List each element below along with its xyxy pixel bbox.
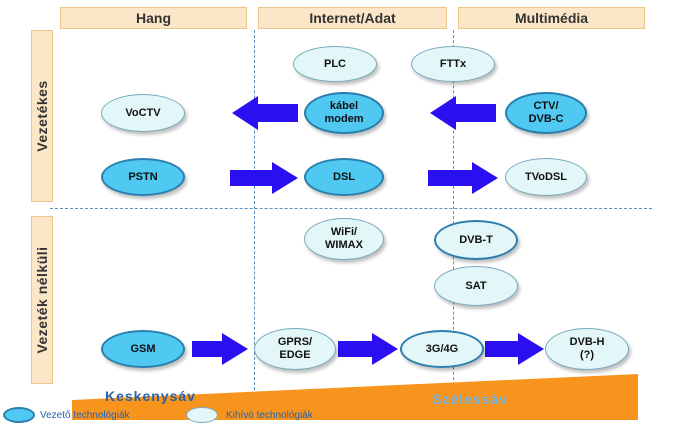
legend-leading-label: Vezető technológiák xyxy=(40,410,130,421)
arrow-kabel-to-voctv xyxy=(232,96,298,130)
label-broadband: Szélessáv xyxy=(432,391,508,407)
node-ctv-dvbc-line1: CTV/ xyxy=(533,100,559,112)
column-header-multimedia: Multimédia xyxy=(458,7,645,29)
node-dsl: DSL xyxy=(304,158,384,196)
node-3g4g-label: 3G/4G xyxy=(425,342,459,355)
column-header-hang: Hang xyxy=(60,7,247,29)
legend-challenger-icon xyxy=(186,407,218,423)
node-dvbt-label: DVB-T xyxy=(459,233,493,246)
node-wifi-wimax-line1: WiFi/ xyxy=(330,226,358,238)
arrow-ctv-to-kabel xyxy=(430,96,496,130)
node-voctv: VoCTV xyxy=(101,94,185,132)
column-divider-2 xyxy=(453,30,454,390)
node-sat-label: SAT xyxy=(465,279,487,292)
row-label-vezetek-nelkuli: Vezeték nélküli xyxy=(31,216,53,384)
node-voctv-label: VoCTV xyxy=(125,106,161,119)
arrow-pstn-to-dsl xyxy=(230,162,298,194)
node-ctv-dvbc-line2: DVB-C xyxy=(528,113,564,125)
node-gprs-edge-line2: EDGE xyxy=(279,349,311,361)
row-label-vezetekes: Vezetékes xyxy=(31,30,53,202)
node-dsl-label: DSL xyxy=(333,170,355,183)
row-divider xyxy=(50,208,652,209)
node-dvbh: DVB-H (?) xyxy=(545,328,629,370)
node-3g4g: 3G/4G xyxy=(400,330,484,368)
column-divider-1 xyxy=(254,30,255,390)
arrow-dsl-to-tvodsl xyxy=(428,162,498,194)
node-kabel-modem-line1: kábel xyxy=(329,100,359,112)
node-sat: SAT xyxy=(434,266,518,306)
node-fttx-label: FTTx xyxy=(439,57,467,70)
node-kabel-modem-line2: modem xyxy=(324,113,364,125)
node-kabel-modem: kábel modem xyxy=(304,92,384,134)
node-gsm: GSM xyxy=(101,330,185,368)
node-plc-label: PLC xyxy=(324,57,346,70)
node-dvbh-line2: (?) xyxy=(579,349,595,361)
node-gprs-edge-text: GPRS/ EDGE xyxy=(278,336,312,362)
column-header-internet-adat: Internet/Adat xyxy=(258,7,447,29)
node-dvbh-line1: DVB-H xyxy=(569,336,605,348)
legend-challenger-label: Kihívó technológiák xyxy=(226,410,313,421)
node-wifi-wimax: WiFi/ WIMAX xyxy=(304,218,384,260)
node-wifi-wimax-line2: WIMAX xyxy=(325,239,363,251)
node-dvbt: DVB-T xyxy=(434,220,518,260)
node-ctv-dvbc-text: CTV/ DVB-C xyxy=(529,100,564,126)
arrow-gprs-to-3g4g xyxy=(338,333,398,365)
node-kabel-modem-text: kábel modem xyxy=(324,100,363,126)
node-gsm-label: GSM xyxy=(130,342,156,355)
node-gprs-edge: GPRS/ EDGE xyxy=(254,328,336,370)
node-gprs-edge-line1: GPRS/ xyxy=(277,336,313,348)
node-tvodsl-label: TVoDSL xyxy=(525,170,567,183)
node-ctv-dvbc: CTV/ DVB-C xyxy=(505,92,587,134)
legend-leading-icon xyxy=(3,407,35,423)
node-pstn: PSTN xyxy=(101,158,185,196)
node-dvbh-text: DVB-H (?) xyxy=(570,336,605,362)
arrow-gsm-to-gprs xyxy=(192,333,248,365)
node-fttx: FTTx xyxy=(411,46,495,82)
node-plc: PLC xyxy=(293,46,377,82)
node-wifi-wimax-text: WiFi/ WIMAX xyxy=(325,226,363,252)
label-narrowband: Keskenysáv xyxy=(105,388,196,404)
node-tvodsl: TVoDSL xyxy=(505,158,587,196)
node-pstn-label: PSTN xyxy=(128,170,158,183)
arrow-3g4g-to-dvbh xyxy=(485,333,544,365)
